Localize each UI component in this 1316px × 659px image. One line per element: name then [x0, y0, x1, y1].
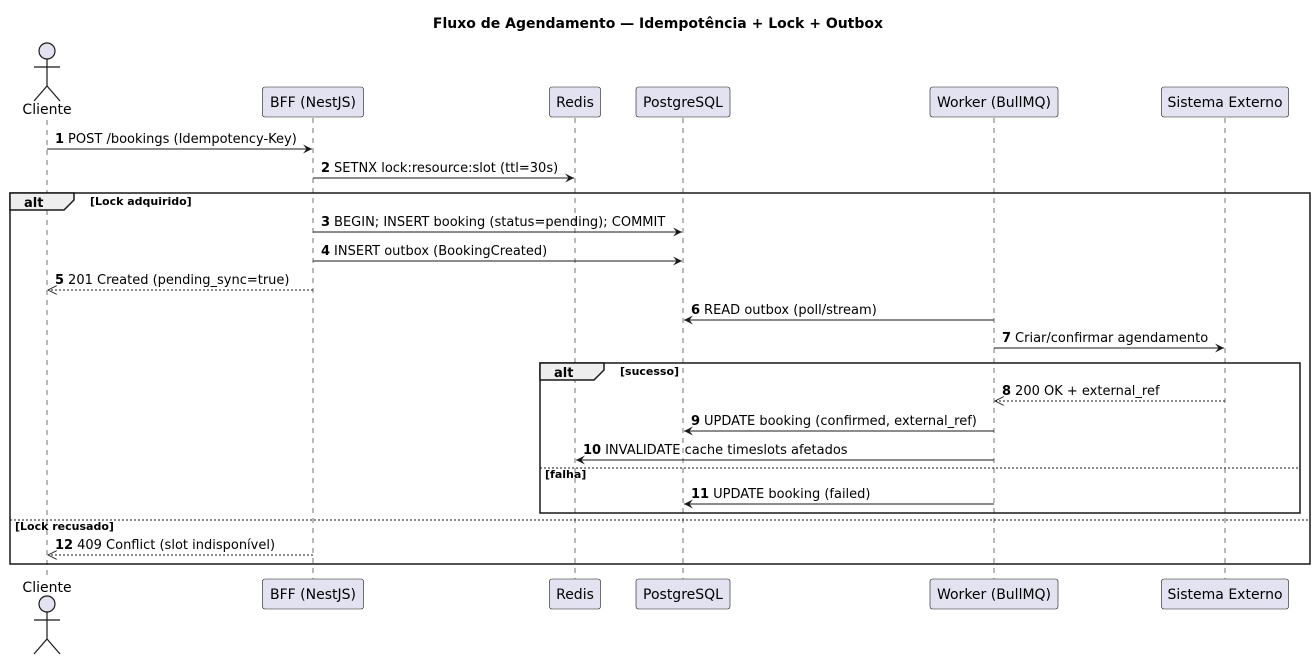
message-number: 4 — [321, 244, 330, 259]
message-label: 9 UPDATE booking (confirmed, external_ref… — [691, 414, 977, 429]
message-text: 201 Created (pending_sync=true) — [68, 273, 289, 288]
participant-redis-top: Redis — [549, 86, 601, 118]
fragment-tag: alt — [554, 366, 573, 381]
fragment-else-guard: [Lock recusado] — [15, 520, 114, 533]
participant-ext-top: Sistema Externo — [1161, 86, 1289, 118]
fragment-guard: [sucesso] — [620, 365, 679, 378]
participant-label: BFF (NestJS) — [270, 587, 356, 603]
fragment-else-guard: [falha] — [545, 468, 586, 481]
message-9: 9 UPDATE booking (confirmed, external_ref… — [684, 414, 994, 436]
participant-label: PostgreSQL — [643, 587, 723, 603]
message-text: UPDATE booking (confirmed, external_ref) — [704, 414, 977, 429]
message-6: 6 READ outbox (poll/stream) — [684, 303, 994, 325]
participant-worker-top: Worker (BullMQ) — [929, 86, 1059, 118]
message-number: 12 — [55, 538, 73, 553]
participant-label: Sistema Externo — [1167, 95, 1282, 111]
message-label: 1 POST /bookings (Idempotency-Key) — [55, 132, 297, 147]
message-7: 7 Criar/confirmar agendamento — [994, 331, 1224, 353]
message-label: 3 BEGIN; INSERT booking (status=pending);… — [321, 215, 665, 230]
message-number: 8 — [1002, 384, 1011, 399]
participant-ext-bottom: Sistema Externo — [1161, 578, 1289, 610]
message-text: INSERT outbox (BookingCreated) — [334, 244, 547, 259]
message-number: 6 — [691, 303, 700, 318]
message-text: UPDATE booking (failed) — [713, 487, 870, 502]
message-text: 200 OK + external_ref — [1015, 384, 1160, 399]
fragment-alt-2: alt [sucesso] [falha] — [539, 362, 1301, 514]
participant-bff-top: BFF (NestJS) — [262, 86, 364, 118]
message-number: 1 — [55, 132, 64, 147]
message-5: 5 201 Created (pending_sync=true) — [48, 273, 313, 290]
participant-worker-bottom: Worker (BullMQ) — [929, 578, 1059, 610]
message-label: 2 SETNX lock:resource:slot (ttl=30s) — [321, 161, 558, 176]
participant-label: Worker (BullMQ) — [937, 587, 1051, 603]
participant-redis-bottom: Redis — [549, 578, 601, 610]
participant-cliente-top: Cliente — [22, 42, 72, 118]
message-2: 2 SETNX lock:resource:slot (ttl=30s) — [313, 161, 574, 183]
message-label: 12 409 Conflict (slot indisponível) — [55, 538, 275, 553]
message-number: 10 — [583, 443, 601, 458]
message-text: READ outbox (poll/stream) — [704, 303, 877, 318]
message-text: SETNX lock:resource:slot (ttl=30s) — [334, 161, 558, 176]
participant-label: Sistema Externo — [1167, 587, 1282, 603]
fragment-guard: [Lock adquirido] — [90, 195, 192, 208]
message-label: 6 READ outbox (poll/stream) — [691, 303, 877, 318]
message-text: BEGIN; INSERT booking (status=pending); … — [334, 215, 665, 230]
participant-label: Cliente — [22, 102, 71, 118]
participant-label: Redis — [556, 95, 594, 111]
participant-label: PostgreSQL — [643, 95, 723, 111]
message-label: 10 INVALIDATE cache timeslots afetados — [583, 443, 848, 458]
message-1: 1 POST /bookings (Idempotency-Key) — [47, 132, 312, 154]
message-text: 409 Conflict (slot indisponível) — [77, 538, 275, 553]
participant-label: Worker (BullMQ) — [937, 95, 1051, 111]
message-3: 3 BEGIN; INSERT booking (status=pending);… — [313, 215, 682, 237]
fragment-tag: alt — [24, 196, 43, 211]
participant-label: Cliente — [22, 580, 71, 596]
message-11: 11 UPDATE booking (failed) — [684, 487, 994, 509]
message-number: 3 — [321, 215, 330, 230]
diagram-title: Fluxo de Agendamento — Idempotência + Lo… — [433, 16, 883, 32]
message-text: Criar/confirmar agendamento — [1015, 331, 1208, 346]
participant-bff-bottom: BFF (NestJS) — [262, 578, 364, 610]
message-label: 8 200 OK + external_ref — [1002, 384, 1160, 399]
participant-label: Redis — [556, 587, 594, 603]
actor-icon — [38, 595, 56, 613]
message-12: 12 409 Conflict (slot indisponível) — [48, 538, 313, 555]
message-4: 4 INSERT outbox (BookingCreated) — [313, 244, 682, 266]
participant-cliente-bottom: Cliente — [22, 580, 72, 655]
message-text: INVALIDATE cache timeslots afetados — [605, 443, 848, 458]
message-number: 7 — [1002, 331, 1011, 346]
participant-pg-bottom: PostgreSQL — [635, 578, 731, 610]
message-label: 5 201 Created (pending_sync=true) — [55, 273, 290, 288]
message-number: 11 — [691, 487, 709, 502]
message-text: POST /bookings (Idempotency-Key) — [68, 132, 297, 147]
message-number: 2 — [321, 161, 330, 176]
message-label: 11 UPDATE booking (failed) — [691, 487, 870, 502]
fragment-alt-1: alt [Lock adquirido] [Lock recusado] — [9, 192, 1311, 565]
message-10: 10 INVALIDATE cache timeslots afetados — [576, 443, 994, 465]
message-number: 9 — [691, 414, 700, 429]
message-label: 7 Criar/confirmar agendamento — [1002, 331, 1208, 346]
participant-label: BFF (NestJS) — [270, 95, 356, 111]
message-8: 8 200 OK + external_ref — [995, 384, 1225, 401]
participant-pg-top: PostgreSQL — [635, 86, 731, 118]
message-number: 5 — [55, 273, 64, 288]
message-label: 4 INSERT outbox (BookingCreated) — [321, 244, 547, 259]
actor-icon — [38, 42, 56, 60]
